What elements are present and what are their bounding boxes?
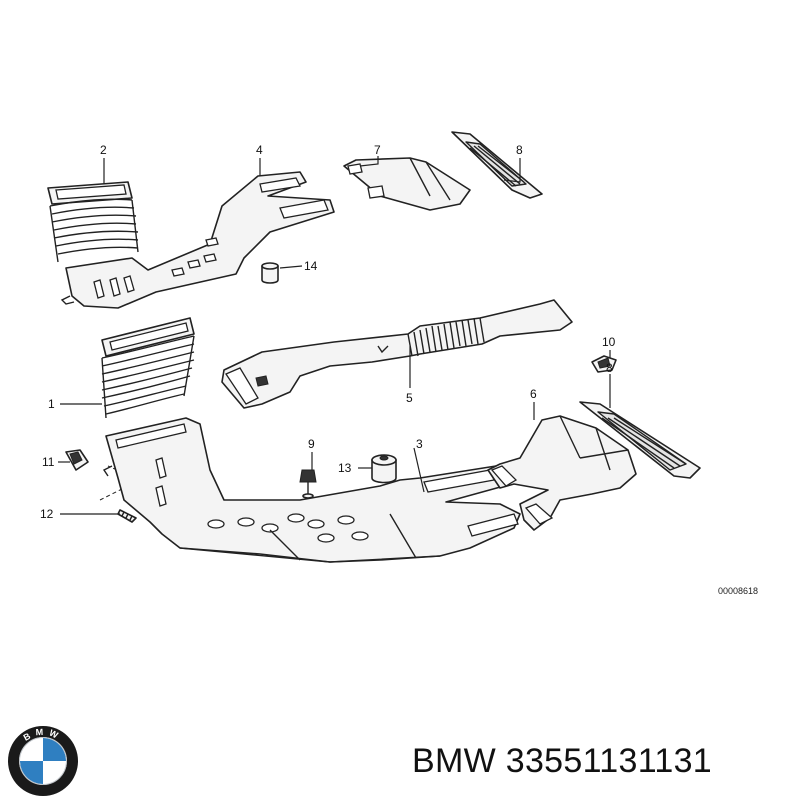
callout-14: 14 [304, 259, 318, 273]
part-3-main-duct [102, 417, 521, 563]
part-9-nut [299, 469, 317, 499]
brand-name: BMW [412, 742, 496, 780]
logo-quadrant-blue-1 [43, 738, 66, 761]
callout-7: 7 [374, 143, 381, 157]
part-7-small-duct [343, 157, 471, 211]
part-10-clip [591, 355, 617, 373]
callout-10: 10 [602, 335, 616, 349]
callout-11: 11 [42, 455, 55, 469]
part-2-bellows [47, 181, 139, 263]
callout-5: 5 [406, 391, 413, 405]
bmw-logo: BMW [8, 726, 78, 796]
callout-8-top: 8 [516, 143, 523, 157]
callout-13: 13 [338, 461, 352, 475]
part-14-mount [261, 262, 279, 284]
leader-lines [58, 156, 611, 515]
callout-3: 3 [416, 437, 423, 451]
part-8-grille-lower [579, 401, 701, 479]
part-11-clip-nut [65, 449, 89, 471]
callout-12: 12 [40, 507, 54, 521]
part-4-upper-duct [60, 171, 335, 309]
brand-part-number-line: BMW 33551131131 [412, 742, 712, 781]
part-6-side-duct [487, 415, 637, 531]
callout-6: 6 [530, 387, 537, 401]
logo-quadrant-blue-2 [20, 761, 43, 784]
callout-1: 1 [48, 397, 55, 411]
callout-8-lower: 8 [606, 361, 613, 375]
part-5-long-duct [221, 299, 573, 409]
part-1-bellows [101, 317, 195, 419]
part-number: 33551131131 [505, 742, 713, 780]
diagram-code: 00008618 [718, 586, 758, 596]
callout-labels: 2 4 7 8 14 1 5 10 6 8 9 13 3 11 12 00008… [40, 143, 758, 596]
part-13-mount [371, 454, 397, 484]
callout-9: 9 [308, 437, 315, 451]
callout-2: 2 [100, 143, 107, 157]
callout-4: 4 [256, 143, 263, 157]
